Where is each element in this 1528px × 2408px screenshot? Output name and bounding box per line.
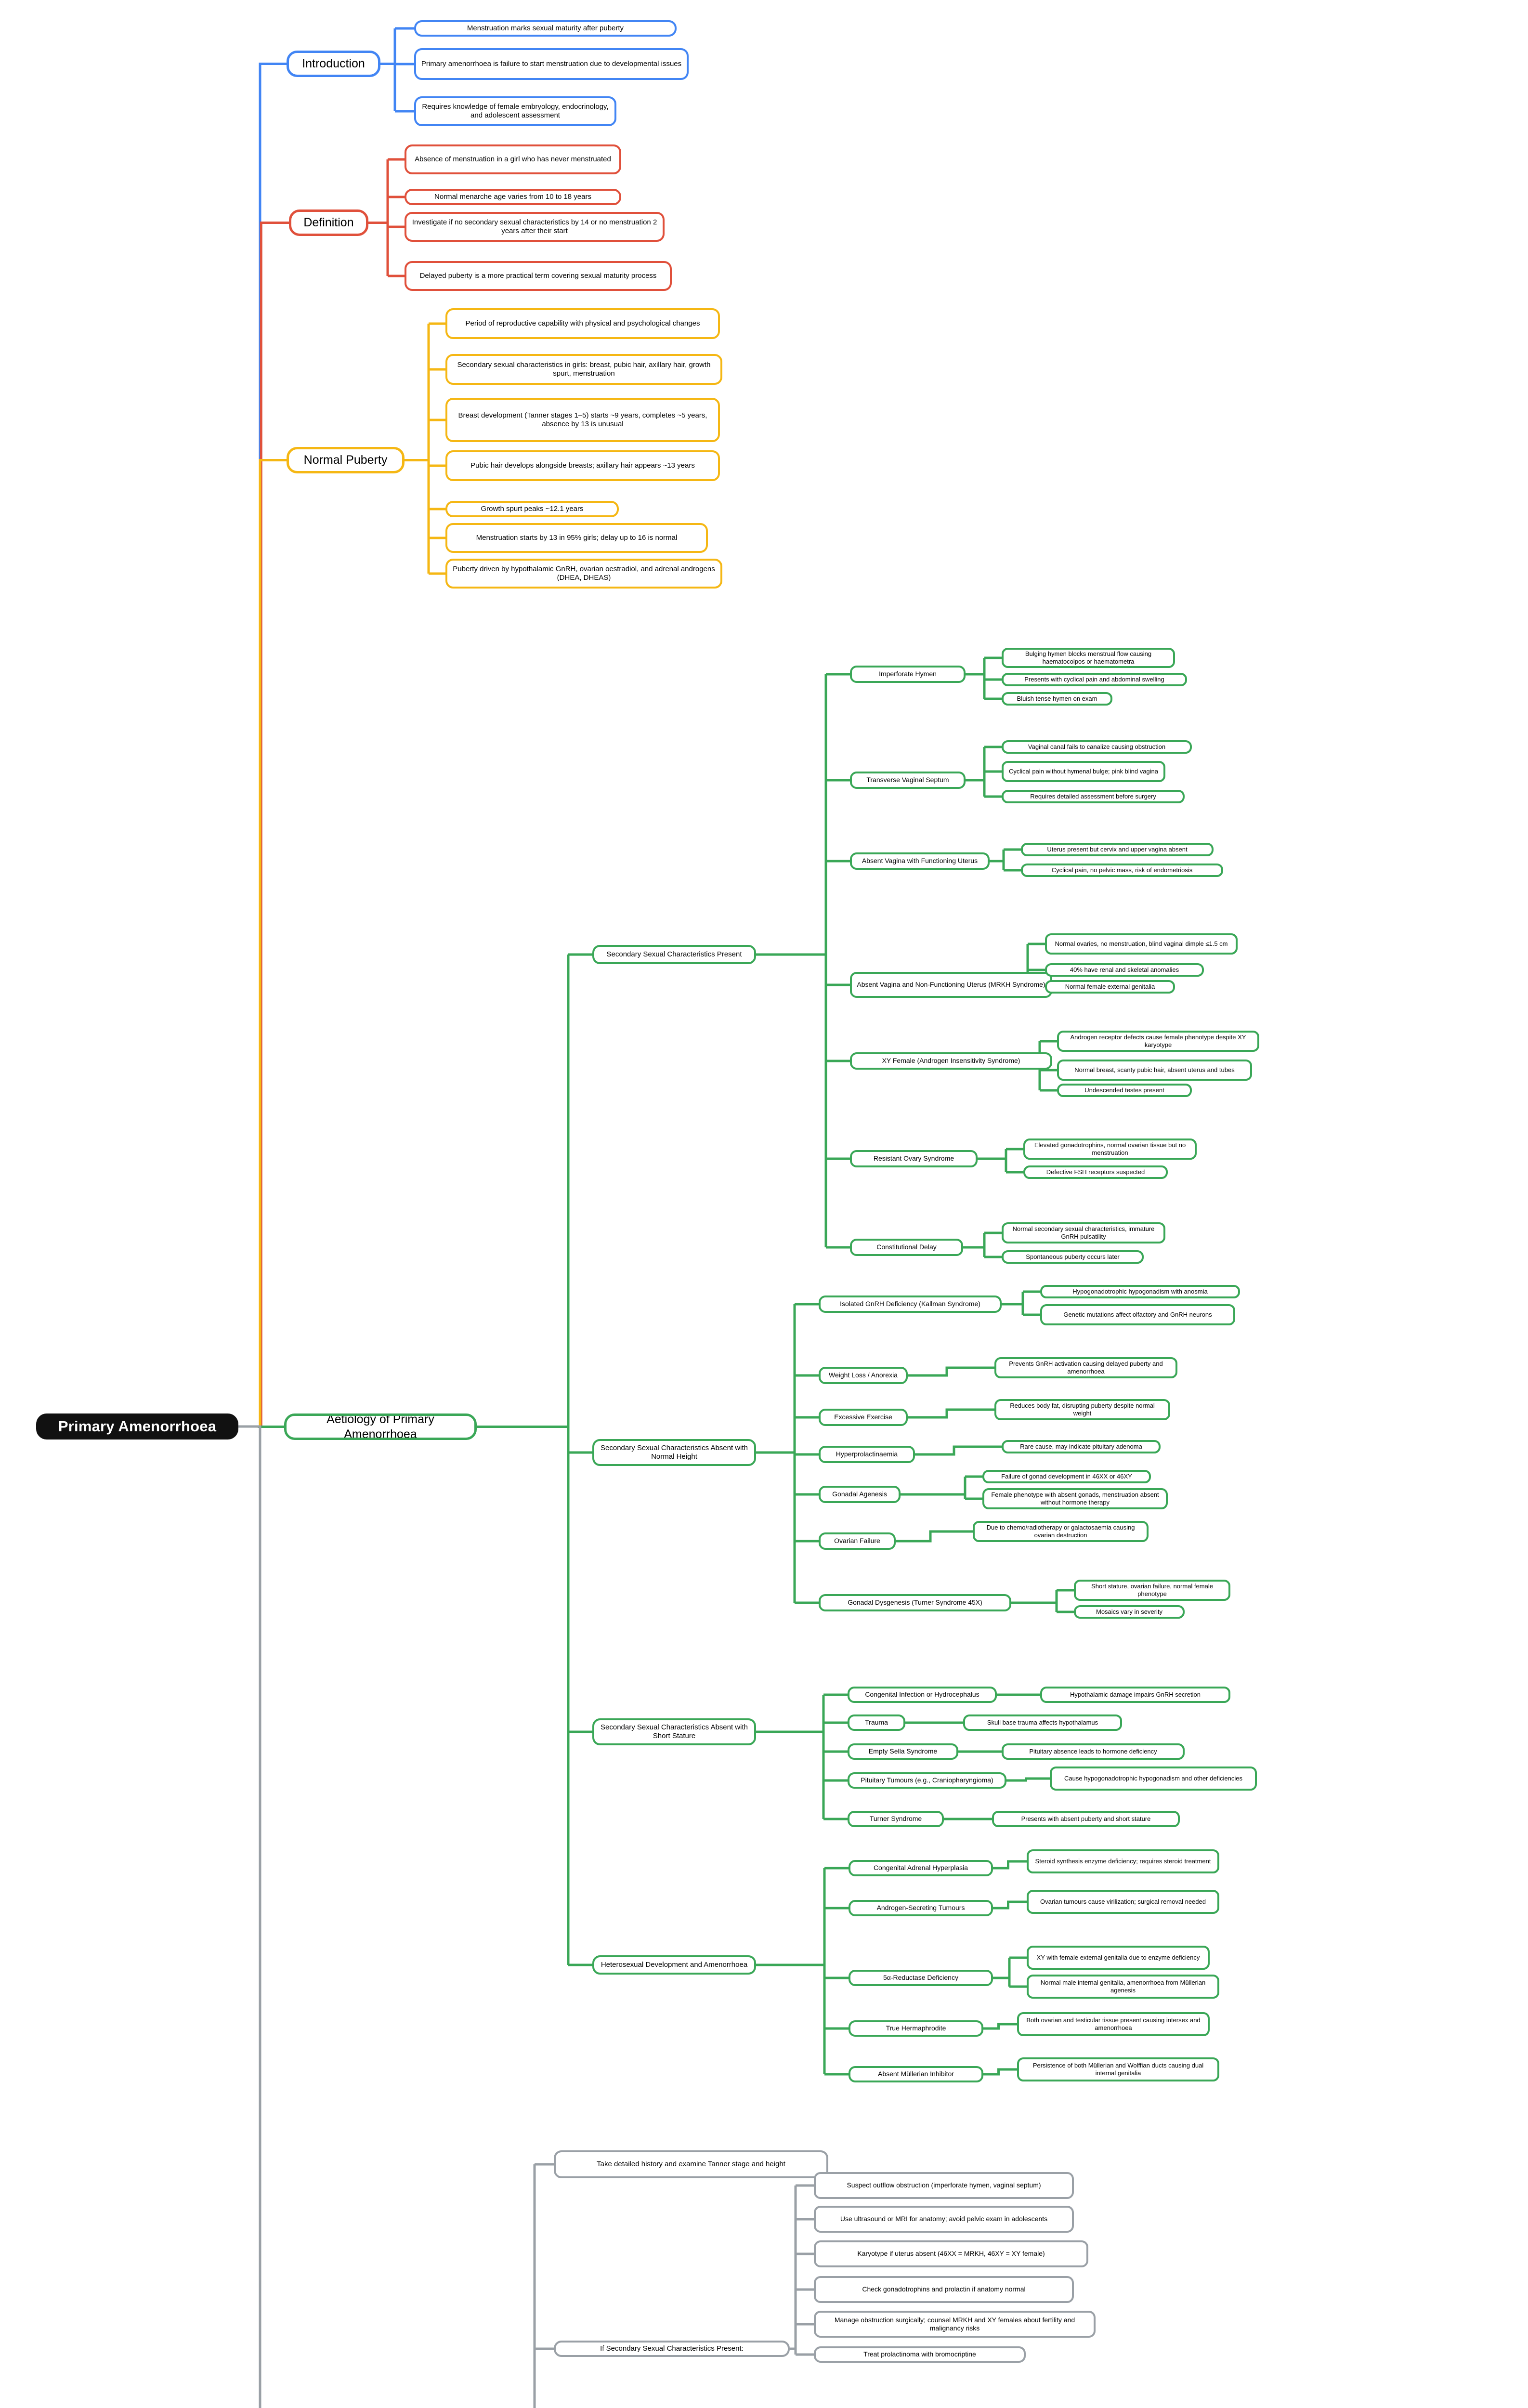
aetiology-item[interactable]: XY Female (Androgen Insensitivity Syndro… (850, 1052, 1052, 1070)
evaluation-detail[interactable]: Karyotype if uterus absent (46XX = MRKH,… (814, 2240, 1088, 2267)
aetiology-item[interactable]: Turner Syndrome (848, 1811, 944, 1827)
aetiology-detail[interactable]: Prevents GnRH activation causing delayed… (994, 1357, 1177, 1378)
aetiology-item[interactable]: Imperforate Hymen (850, 666, 966, 683)
aetiology-detail[interactable]: Due to chemo/radiotherapy or galactosaem… (973, 1521, 1149, 1542)
definition-leaf[interactable]: Delayed puberty is a more practical term… (405, 261, 672, 291)
introduction-leaf[interactable]: Requires knowledge of female embryology,… (414, 96, 616, 126)
aetiology-item[interactable]: Congenital Adrenal Hyperplasia (849, 1860, 993, 1876)
aetiology-item[interactable]: Gonadal Dysgenesis (Turner Syndrome 45X) (819, 1594, 1011, 1611)
aetiology-item[interactable]: Pituitary Tumours (e.g., Craniopharyngio… (848, 1772, 1006, 1789)
branch-aetiology[interactable]: Aetiology of Primary Amenorrhoea (284, 1413, 477, 1440)
aetiology-item[interactable]: Isolated GnRH Deficiency (Kallman Syndro… (819, 1296, 1002, 1313)
evaluation-item[interactable]: If Secondary Sexual Characteristics Pres… (554, 2341, 790, 2357)
aetiology-detail[interactable]: Reduces body fat, disrupting puberty des… (994, 1399, 1170, 1420)
aetiology-item[interactable]: Empty Sella Syndrome (848, 1743, 958, 1760)
aetiology-detail[interactable]: Ovarian tumours cause virilization; surg… (1027, 1890, 1219, 1914)
aetiology-detail[interactable]: Pituitary absence leads to hormone defic… (1002, 1743, 1185, 1760)
aetiology-detail[interactable]: Cause hypogonadotrophic hypogonadism and… (1050, 1767, 1257, 1791)
aetiology-group[interactable]: Heterosexual Development and Amenorrhoea (592, 1955, 756, 1975)
aetiology-item[interactable]: True Hermaphrodite (849, 2020, 983, 2037)
aetiology-item[interactable]: Androgen-Secreting Tumours (849, 1900, 993, 1916)
aetiology-detail[interactable]: Normal secondary sexual characteristics,… (1002, 1222, 1165, 1243)
normal-puberty-leaf[interactable]: Breast development (Tanner stages 1–5) s… (445, 398, 720, 442)
aetiology-item[interactable]: Absent Vagina and Non-Functioning Uterus… (850, 972, 1052, 998)
normal-puberty-leaf[interactable]: Pubic hair develops alongside breasts; a… (445, 450, 720, 481)
aetiology-group[interactable]: Secondary Sexual Characteristics Absent … (592, 1439, 756, 1466)
evaluation-detail[interactable]: Use ultrasound or MRI for anatomy; avoid… (814, 2206, 1074, 2233)
introduction-leaf[interactable]: Menstruation marks sexual maturity after… (414, 20, 677, 37)
aetiology-item[interactable]: 5α-Reductase Deficiency (849, 1970, 993, 1986)
branch-normal-puberty[interactable]: Normal Puberty (287, 447, 405, 473)
normal-puberty-leaf[interactable]: Growth spurt peaks ~12.1 years (445, 501, 619, 517)
aetiology-detail[interactable]: Short stature, ovarian failure, normal f… (1074, 1580, 1230, 1601)
aetiology-detail[interactable]: Mosaics vary in severity (1074, 1605, 1185, 1619)
aetiology-detail[interactable]: Undescended testes present (1057, 1084, 1192, 1097)
aetiology-detail[interactable]: Genetic mutations affect olfactory and G… (1040, 1304, 1235, 1325)
evaluation-detail[interactable]: Suspect outflow obstruction (imperforate… (814, 2172, 1074, 2199)
aetiology-item[interactable]: Ovarian Failure (819, 1532, 896, 1550)
aetiology-detail[interactable]: Elevated gonadotrophins, normal ovarian … (1023, 1139, 1197, 1160)
aetiology-detail[interactable]: 40% have renal and skeletal anomalies (1045, 963, 1204, 977)
aetiology-detail[interactable]: Hypogonadotrophic hypogonadism with anos… (1040, 1285, 1240, 1298)
aetiology-detail[interactable]: Female phenotype with absent gonads, men… (982, 1488, 1168, 1509)
aetiology-detail[interactable]: Failure of gonad development in 46XX or … (982, 1470, 1151, 1483)
normal-puberty-leaf[interactable]: Puberty driven by hypothalamic GnRH, ova… (445, 559, 722, 589)
evaluation-item[interactable]: Take detailed history and examine Tanner… (554, 2150, 828, 2178)
aetiology-detail[interactable]: Presents with cyclical pain and abdomina… (1002, 673, 1187, 686)
aetiology-detail[interactable]: Normal male internal genitalia, amenorrh… (1027, 1975, 1219, 1999)
evaluation-detail[interactable]: Manage obstruction surgically; counsel M… (814, 2311, 1096, 2338)
aetiology-detail[interactable]: Hypothalamic damage impairs GnRH secreti… (1040, 1687, 1230, 1703)
aetiology-detail[interactable]: Bluish tense hymen on exam (1002, 692, 1112, 706)
aetiology-item[interactable]: Congenital Infection or Hydrocephalus (848, 1687, 997, 1703)
aetiology-detail[interactable]: Defective FSH receptors suspected (1023, 1165, 1168, 1179)
aetiology-detail[interactable]: Presents with absent puberty and short s… (992, 1811, 1180, 1827)
aetiology-detail[interactable]: Cyclical pain, no pelvic mass, risk of e… (1021, 864, 1223, 877)
aetiology-detail[interactable]: Rare cause, may indicate pituitary adeno… (1002, 1440, 1161, 1453)
branch-introduction[interactable]: Introduction (287, 51, 380, 77)
aetiology-item[interactable]: Constitutional Delay (850, 1239, 963, 1256)
aetiology-detail[interactable]: Requires detailed assessment before surg… (1002, 790, 1185, 803)
aetiology-item[interactable]: Resistant Ovary Syndrome (850, 1150, 978, 1167)
definition-leaf[interactable]: Normal menarche age varies from 10 to 18… (405, 189, 621, 205)
normal-puberty-leaf[interactable]: Secondary sexual characteristics in girl… (445, 354, 722, 385)
aetiology-item[interactable]: Trauma (848, 1714, 905, 1731)
normal-puberty-leaf[interactable]: Period of reproductive capability with p… (445, 308, 720, 339)
aetiology-detail[interactable]: Vaginal canal fails to canalize causing … (1002, 740, 1192, 754)
aetiology-item[interactable]: Absent Vagina with Functioning Uterus (850, 852, 990, 870)
evaluation-detail[interactable]: Treat prolactinoma with bromocriptine (814, 2346, 1026, 2363)
branch-definition[interactable]: Definition (289, 209, 368, 236)
aetiology-detail[interactable]: Uterus present but cervix and upper vagi… (1021, 843, 1214, 856)
aetiology-item[interactable]: Excessive Exercise (819, 1409, 908, 1426)
aetiology-detail[interactable]: Spontaneous puberty occurs later (1002, 1250, 1144, 1264)
evaluation-detail[interactable]: Check gonadotrophins and prolactin if an… (814, 2276, 1074, 2303)
aetiology-detail[interactable]: Persistence of both Müllerian and Wolffi… (1017, 2057, 1219, 2081)
aetiology-detail[interactable]: Cyclical pain without hymenal bulge; pin… (1002, 761, 1165, 782)
definition-leaf[interactable]: Investigate if no secondary sexual chara… (405, 212, 665, 242)
aetiology-detail[interactable]: Both ovarian and testicular tissue prese… (1017, 2012, 1210, 2036)
aetiology-detail[interactable]: Normal ovaries, no menstruation, blind v… (1045, 933, 1238, 955)
aetiology-detail[interactable]: Bulging hymen blocks menstrual flow caus… (1002, 648, 1175, 668)
aetiology-detail[interactable]: Androgen receptor defects cause female p… (1057, 1031, 1259, 1052)
aetiology-item[interactable]: Absent Müllerian Inhibitor (849, 2066, 983, 2082)
aetiology-detail[interactable]: Skull base trauma affects hypothalamus (963, 1714, 1122, 1731)
aetiology-item[interactable]: Weight Loss / Anorexia (819, 1367, 908, 1384)
aetiology-item[interactable]: Transverse Vaginal Septum (850, 772, 966, 789)
aetiology-group[interactable]: Secondary Sexual Characteristics Absent … (592, 1718, 756, 1745)
aetiology-detail[interactable]: XY with female external genitalia due to… (1027, 1946, 1210, 1970)
aetiology-group[interactable]: Secondary Sexual Characteristics Present (592, 945, 756, 964)
aetiology-item[interactable]: Gonadal Agenesis (819, 1486, 901, 1503)
root-node[interactable]: Primary Amenorrhoea (36, 1413, 238, 1440)
definition-leaf[interactable]: Absence of menstruation in a girl who ha… (405, 144, 621, 174)
aetiology-detail[interactable]: Normal breast, scanty pubic hair, absent… (1057, 1060, 1252, 1081)
aetiology-detail[interactable]: Normal female external genitalia (1045, 980, 1175, 994)
introduction-leaf[interactable]: Primary amenorrhoea is failure to start … (414, 48, 689, 80)
aetiology-detail[interactable]: Steroid synthesis enzyme deficiency; req… (1027, 1849, 1219, 1873)
normal-puberty-leaf[interactable]: Menstruation starts by 13 in 95% girls; … (445, 523, 708, 553)
aetiology-item[interactable]: Hyperprolactinaemia (819, 1446, 915, 1463)
